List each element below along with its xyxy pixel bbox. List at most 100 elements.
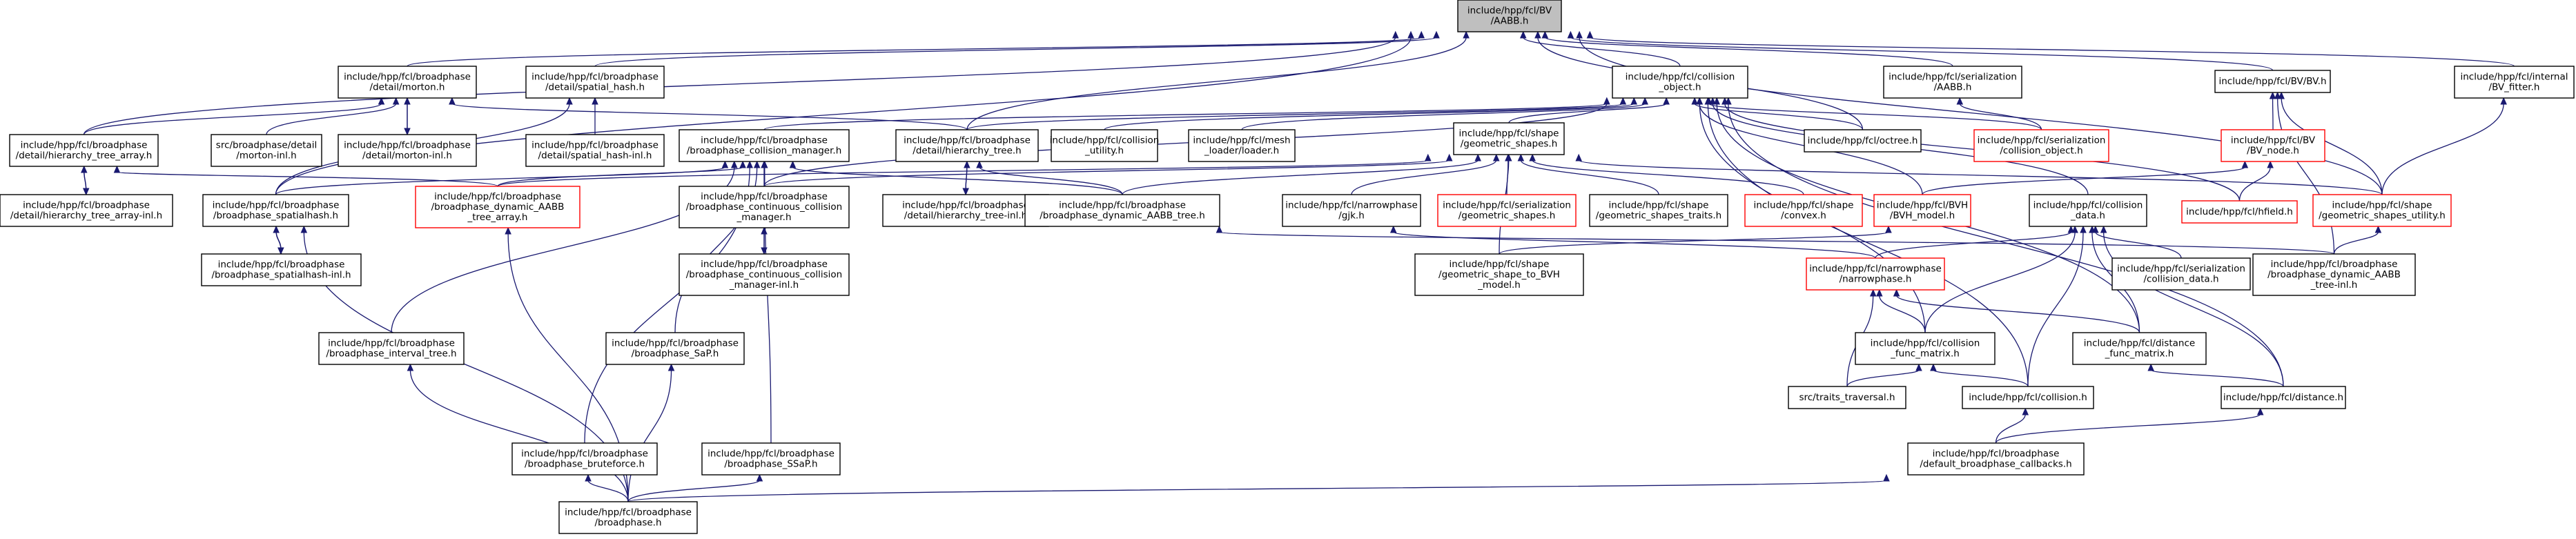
file-node-bv-fitter[interactable]: include/hpp/fcl/internal/BV_fitter.h	[2454, 66, 2575, 99]
file-node-traits-trav[interactable]: src/traits_traversal.h	[1788, 386, 1906, 409]
arrowhead	[1875, 288, 1883, 297]
node-label: /BVH_model.h	[1890, 210, 1955, 222]
node-label: include/hpp/fcl/octree.h	[1808, 135, 1918, 146]
file-node-collision-object[interactable]: include/hpp/fcl/collision_object.h	[1612, 66, 1748, 99]
file-node-bp-sh[interactable]: include/hpp/fcl/broadphase/broadphase_sp…	[202, 194, 349, 227]
node-box	[1453, 122, 1565, 155]
arrowhead	[449, 97, 456, 105]
file-node-serialization-aabb[interactable]: include/hpp/fcl/serialization/AABB.h	[1883, 66, 2022, 99]
file-node-gs-utility[interactable]: include/hpp/fcl/shape/geometric_shapes_u…	[2312, 194, 2452, 227]
node-label: _utility.h	[1084, 146, 1124, 157]
arrowhead	[761, 247, 768, 255]
node-box	[201, 253, 362, 286]
node-label: include/hpp/fcl/internal	[2461, 72, 2568, 83]
file-node-bv-node[interactable]: include/hpp/fcl/BV/BV_node.h	[2221, 129, 2325, 162]
file-node-gs-to-bvh[interactable]: include/hpp/fcl/shape/geometric_shape_to…	[1414, 253, 1584, 296]
node-label: src/broadphase/detail	[216, 140, 317, 151]
arrowhead	[1930, 363, 1937, 371]
file-node-bvh-model[interactable]: include/hpp/fcl/BVH/BVH_model.h	[1873, 194, 1971, 227]
file-node-bp-interval[interactable]: include/hpp/fcl/broadphase/broadphase_in…	[318, 332, 465, 365]
node-label: _tree-inl.h	[2310, 280, 2358, 291]
arrowhead	[976, 160, 983, 168]
node-label: /broadphase_spatialhash-inl.h	[211, 270, 351, 281]
file-node-spatial-hash[interactable]: include/hpp/fcl/broadphase/detail/spatia…	[525, 66, 665, 99]
node-label: /geometric_shapes_utility.h	[2319, 210, 2446, 222]
file-node-bp-sap[interactable]: include/hpp/fcl/broadphase/broadphase_Sa…	[605, 332, 745, 365]
node-label: _func_matrix.h	[1890, 349, 1960, 360]
file-node-morton-inl-src[interactable]: src/broadphase/detail/morton-inl.h	[211, 134, 322, 167]
node-label: include/hpp/fcl/broadphase	[21, 140, 148, 151]
node-label: include/hpp/fcl/collision	[1626, 72, 1735, 83]
file-node-gjk[interactable]: include/hpp/fcl/narrowphase/gjk.h	[1282, 194, 1421, 227]
file-node-broadphase[interactable]: include/hpp/fcl/broadphase/broadphase.h	[558, 501, 698, 534]
file-node-bp-cm[interactable]: include/hpp/fcl/broadphase/broadphase_co…	[679, 129, 850, 162]
arrowhead	[1915, 363, 1922, 371]
node-label: include/hpp/fcl/collision	[2033, 200, 2143, 211]
file-node-ht-array-inl[interactable]: include/hpp/fcl/broadphase/detail/hierar…	[0, 194, 173, 227]
node-label: /broadphase_dynamic_AABB	[431, 202, 565, 213]
node-label: _func_matrix.h	[2105, 349, 2174, 360]
arrowhead	[2274, 91, 2281, 99]
dependency-edge	[83, 97, 385, 135]
file-node-bp-dyn-aabb-inl[interactable]: include/hpp/fcl/broadphase/broadphase_dy…	[2252, 253, 2416, 296]
file-node-ser-geom[interactable]: include/hpp/fcl/serialization/geometric_…	[1437, 194, 1577, 227]
file-node-gs-traits[interactable]: include/hpp/fcl/shape/geometric_shapes_t…	[1589, 194, 1728, 227]
node-box	[211, 134, 322, 167]
node-label: include/hpp/fcl/broadphase	[1059, 200, 1186, 211]
dependency-edge	[1541, 30, 1953, 67]
file-node-default-cb[interactable]: include/hpp/fcl/broadphase/default_broad…	[1907, 442, 2085, 476]
node-label: include/hpp/fcl/broadphase	[521, 449, 648, 460]
dependency-edge	[1389, 225, 1876, 259]
file-node-coll-func[interactable]: include/hpp/fcl/collision_func_matrix.h	[1855, 332, 1996, 365]
file-node-bp-sh-inl[interactable]: include/hpp/fcl/broadphase/broadphase_sp…	[201, 253, 362, 286]
node-label: /collision_data.h	[2143, 274, 2218, 285]
file-node-ht-array[interactable]: include/hpp/fcl/broadphase/detail/hierar…	[9, 134, 159, 167]
file-node-bvh[interactable]: include/hpp/fcl/BV/BV.h	[2214, 70, 2331, 93]
file-node-morton[interactable]: include/hpp/fcl/broadphase/detail/morton…	[338, 66, 477, 99]
file-node-distance[interactable]: include/hpp/fcl/distance.h	[2221, 386, 2346, 409]
file-node-bp-ccm-inl[interactable]: include/hpp/fcl/broadphase/broadphase_co…	[679, 253, 850, 296]
node-label: /AABB.h	[1934, 82, 1972, 93]
file-node-bp-dyn-aabb-array[interactable]: include/hpp/fcl/broadphase/broadphase_dy…	[415, 186, 580, 228]
file-node-dist-func[interactable]: include/hpp/fcl/distance_func_matrix.h	[2072, 332, 2207, 365]
file-node-coll-data[interactable]: include/hpp/fcl/collision_data.h	[2029, 194, 2147, 227]
node-label: include/hpp/fcl/shape	[2332, 200, 2432, 211]
file-node-hfield[interactable]: include/hpp/fcl/hfield.h	[2181, 200, 2298, 224]
file-node-collision[interactable]: include/hpp/fcl/collision.h	[1962, 386, 2094, 409]
file-node-ser-coll-data[interactable]: include/hpp/fcl/serialization/collision_…	[2111, 257, 2251, 291]
file-node-bp-dyn-aabb[interactable]: include/hpp/fcl/broadphase/broadphase_dy…	[1024, 194, 1220, 227]
file-node-morton-inl[interactable]: include/hpp/fcl/broadphase/detail/morton…	[338, 134, 477, 167]
arrowhead	[1713, 97, 1721, 105]
arrowhead	[1517, 153, 1525, 161]
arrowhead	[1883, 473, 1890, 482]
node-label: include/hpp/fcl/shape	[1450, 259, 1550, 270]
node-label: include/hpp/fcl/broadphase	[213, 200, 340, 211]
node-box	[1051, 129, 1158, 162]
file-node-ht-inl[interactable]: include/hpp/fcl/broadphase/detail/hierar…	[882, 194, 1049, 227]
file-node-spatial-hash-inl[interactable]: include/hpp/fcl/broadphase/detail/spatia…	[525, 134, 665, 167]
file-node-ser-coll-obj[interactable]: include/hpp/fcl/serialization/collision_…	[1973, 129, 2109, 162]
file-node-bp-bruteforce[interactable]: include/hpp/fcl/broadphase/broadphase_br…	[511, 442, 658, 476]
arrowhead	[1433, 30, 1440, 39]
arrowhead	[1704, 97, 1712, 105]
node-label: /detail/spatial_hash-inl.h	[538, 150, 652, 161]
node-label: include/hpp/fcl/broadphase	[902, 200, 1029, 211]
node-label: /geometric_shapes_traits.h	[1596, 210, 1721, 222]
file-node-bp-ccm[interactable]: include/hpp/fcl/broadphase/broadphase_co…	[679, 186, 850, 228]
file-node-octree[interactable]: include/hpp/fcl/octree.h	[1804, 129, 1922, 153]
dependency-edge	[966, 97, 1627, 130]
file-node-aabb[interactable]: include/hpp/fcl/BV/AABB.h	[1457, 0, 1562, 32]
dependency-edge	[113, 165, 498, 187]
file-node-narrowphase[interactable]: include/hpp/fcl/narrowphase/narrowphase.…	[1806, 257, 1945, 291]
arrowhead	[1492, 153, 1500, 161]
file-node-ht[interactable]: include/hpp/fcl/broadphase/detail/hierar…	[895, 129, 1039, 162]
file-node-mesh-loader[interactable]: include/hpp/fcl/mesh_loader/loader.h	[1188, 129, 1296, 162]
file-node-convex[interactable]: include/hpp/fcl/shape/convex.h	[1744, 194, 1863, 227]
file-node-geom-shapes[interactable]: include/hpp/fcl/shape/geometric_shapes.h	[1453, 122, 1565, 155]
file-node-bp-ssap[interactable]: include/hpp/fcl/broadphase/broadphase_SS…	[701, 442, 841, 476]
dependency-edge	[1567, 30, 2274, 71]
file-node-coll-utility[interactable]: include/hpp/fcl/collision_utility.h	[1050, 129, 1160, 162]
dependency-edge	[1922, 160, 2249, 195]
node-box	[2221, 386, 2346, 409]
